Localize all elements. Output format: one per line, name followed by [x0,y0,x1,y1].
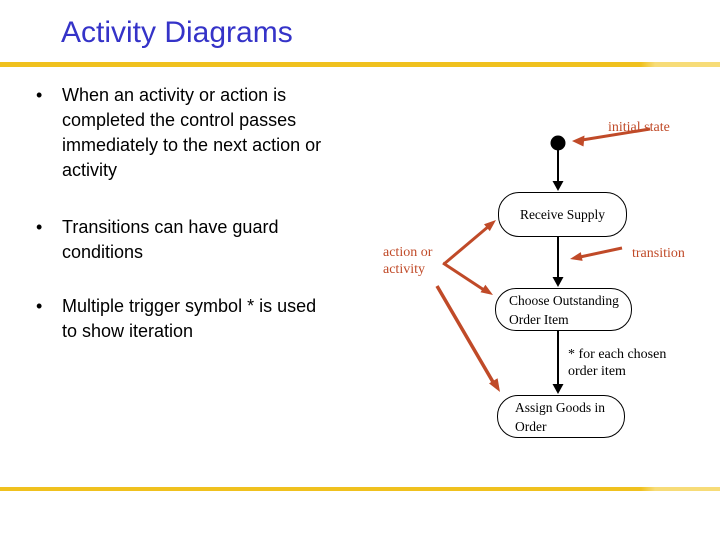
initial-state-icon [550,135,566,151]
node-label: Choose Outstanding Order Item [509,293,619,327]
node-label: Receive Supply [519,207,606,222]
transition-arrow-1 [552,150,564,191]
node-assign-goods: Assign Goods in Order [497,395,625,438]
action-pointer-arrow-choose [442,261,493,295]
node-label: Assign Goods in Order [515,400,606,434]
transition-pointer-arrow [570,246,623,261]
bullet-item-1: • When an activity or action is complete… [36,83,332,183]
transition-arrow-3 [552,331,564,394]
footer-rule [0,487,720,491]
title-underline [0,62,720,67]
node-receive-supply: Receive Supply [498,192,627,237]
bullet-item-3: • Multiple trigger symbol * is used to s… [36,294,332,344]
bullet-text: When an activity or action is completed … [62,85,322,180]
bullet-icon: • [36,85,43,105]
page-title: Activity Diagrams [61,16,293,49]
action-or-activity-label: action or activity [383,245,433,277]
initial-state-label: initial state [608,120,670,135]
bullet-icon: • [36,296,43,316]
bullet-text: Multiple trigger symbol * is used to sho… [62,296,317,341]
bullet-item-2: • Transitions can have guard conditions [36,215,332,265]
multiple-trigger-label: * for each chosen order item [568,347,667,379]
bullet-icon: • [36,217,43,237]
node-choose-outstanding: Choose Outstanding Order Item [495,288,632,331]
transition-label: transition [632,246,685,261]
action-pointer-arrow-receive [443,220,496,266]
transition-arrow-2 [552,237,564,287]
bullet-text: Transitions can have guard conditions [62,217,279,262]
action-pointer-arrow-assign [435,285,500,392]
